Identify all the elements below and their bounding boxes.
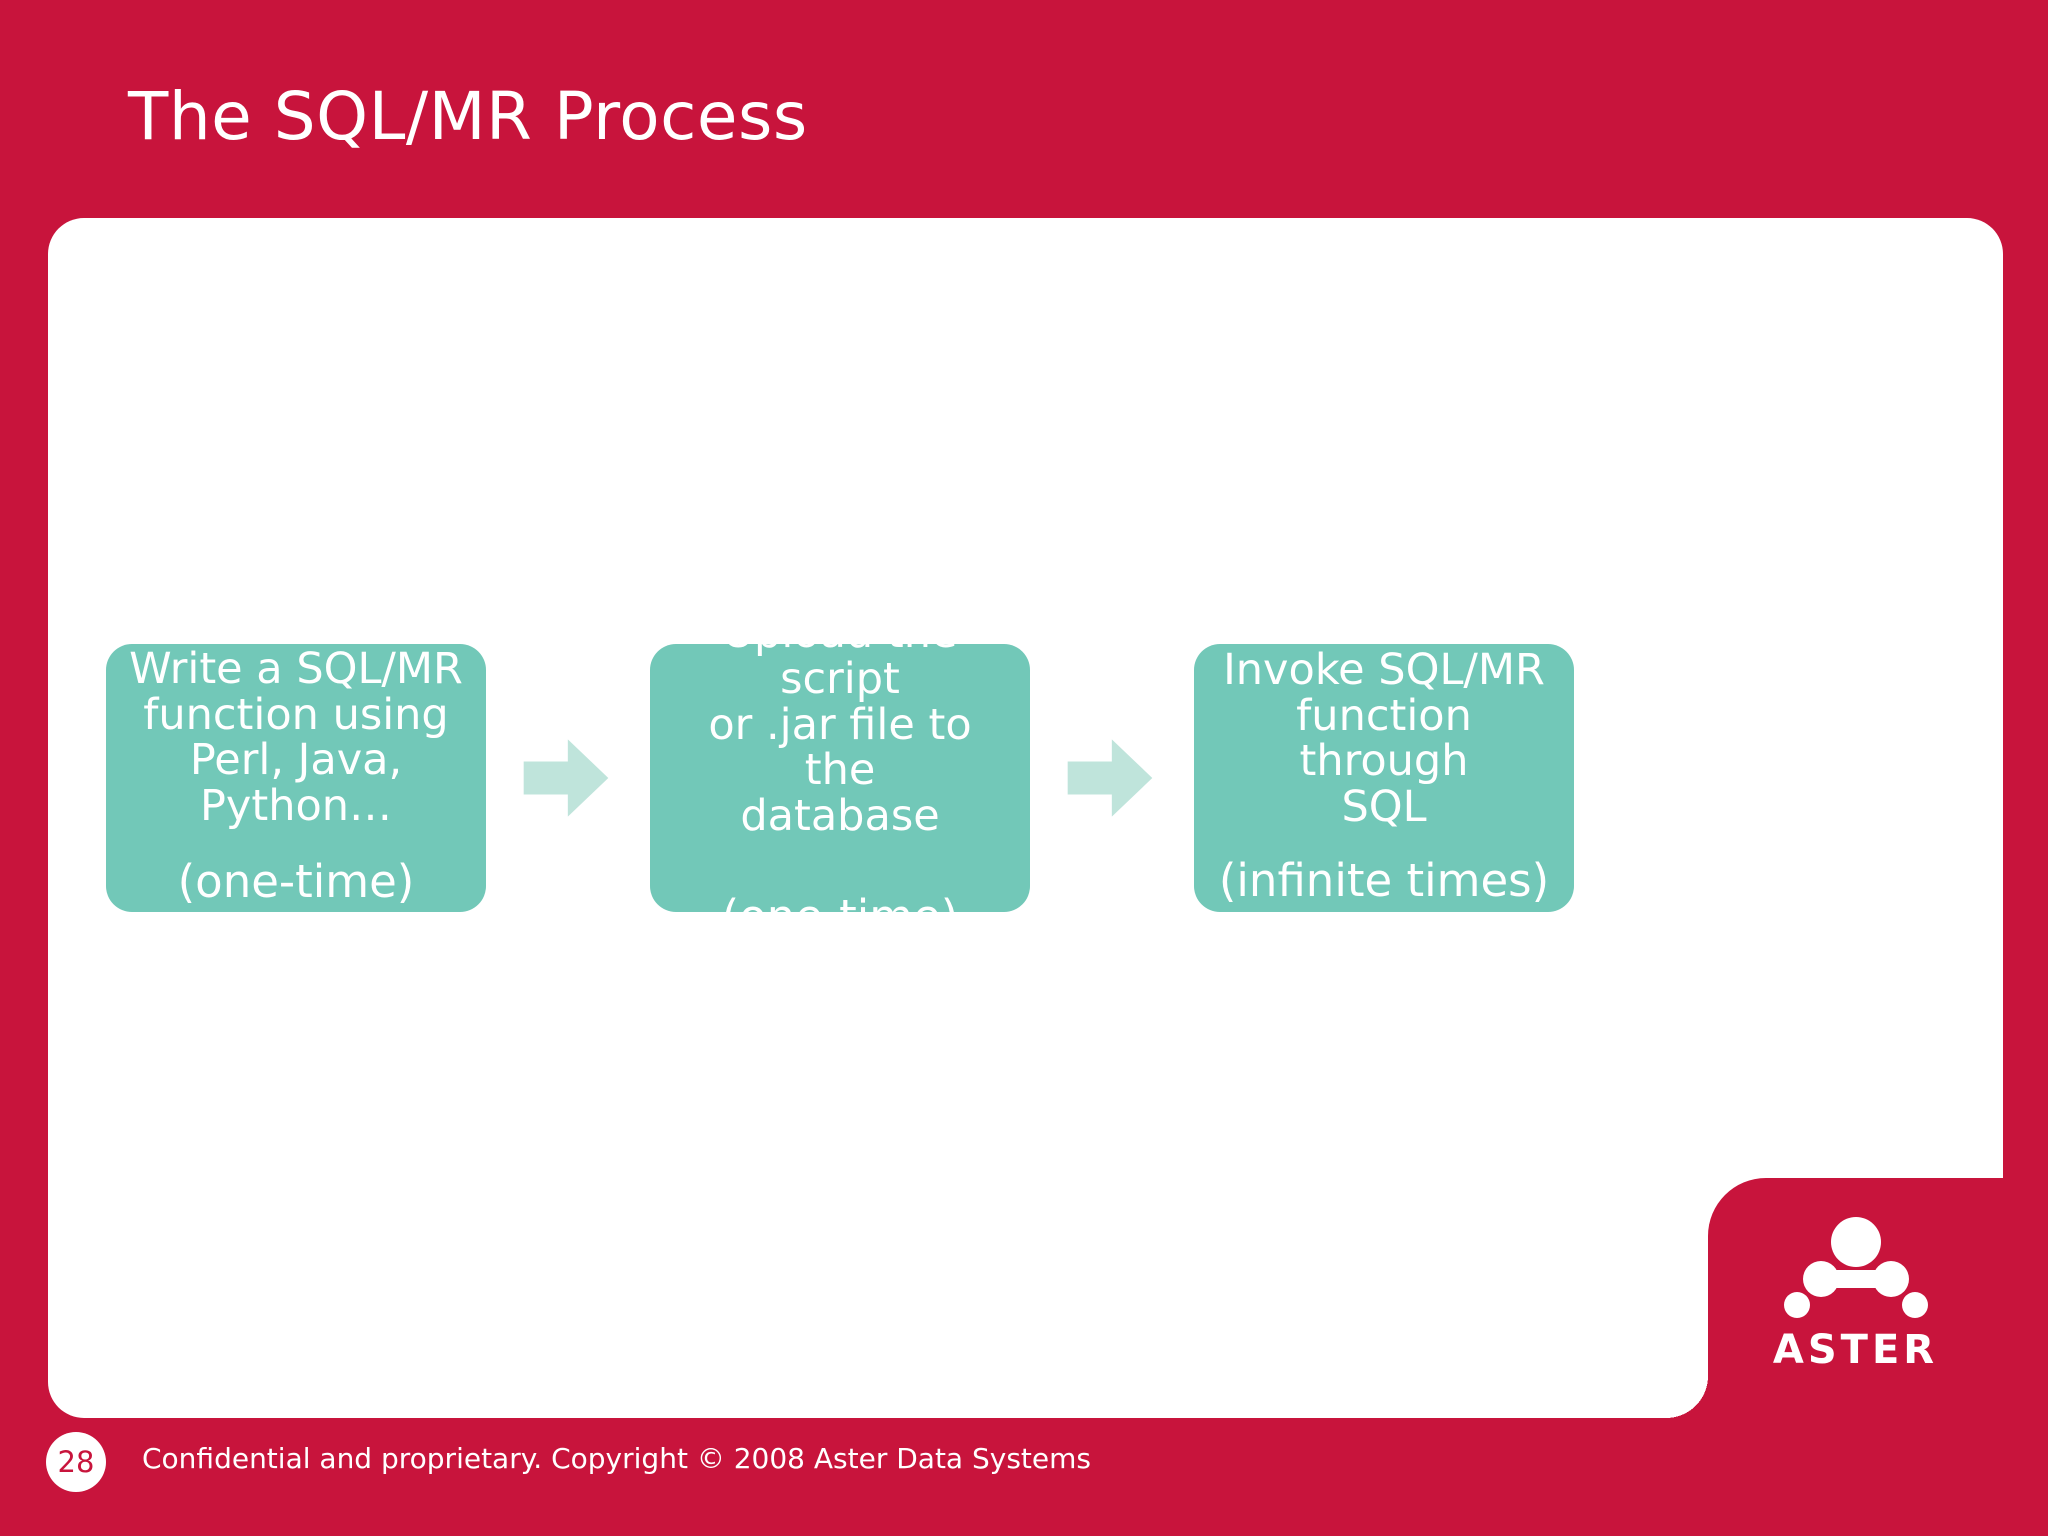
slide-footer: 28 Confidential and proprietary. Copyrig… bbox=[0, 1418, 2048, 1536]
aster-nodes-logo-icon bbox=[1783, 1217, 1928, 1318]
flow-step-invoke-function[interactable]: Invoke SQL/MR function through SQL (infi… bbox=[1194, 644, 1574, 912]
aster-wordmark: ASTER bbox=[1772, 1327, 1939, 1373]
brand-logo-notch: ASTER bbox=[1708, 1178, 2003, 1418]
flow-step-note: (one-time) bbox=[177, 854, 415, 908]
arrow-right-icon bbox=[1067, 739, 1153, 817]
process-flow-diagram: Write a SQL/MR function using Perl, Java… bbox=[72, 598, 1982, 958]
flow-step-body: Write a SQL/MR function using Perl, Java… bbox=[129, 644, 463, 831]
flow-step-note: (infinite times) bbox=[1218, 853, 1550, 907]
aster-logo: ASTER bbox=[1751, 1216, 1961, 1373]
arrow-right-icon bbox=[523, 739, 609, 817]
flow-step-upload-script[interactable]: Upload the script or .jar file to the da… bbox=[650, 611, 1030, 941]
flow-step-note: (one-time) bbox=[721, 890, 959, 944]
flow-step-write-function[interactable]: Write a SQL/MR function using Perl, Java… bbox=[106, 644, 486, 912]
flow-step-body: Invoke SQL/MR function through SQL bbox=[1223, 645, 1545, 832]
copyright-text: Confidential and proprietary. Copyright … bbox=[142, 1442, 1091, 1475]
page-title: The SQL/MR Process bbox=[128, 78, 808, 155]
flow-step-body: Upload the script or .jar file to the da… bbox=[708, 608, 972, 841]
page-number-badge: 28 bbox=[46, 1432, 106, 1492]
content-panel: Write a SQL/MR function using Perl, Java… bbox=[48, 218, 2003, 1418]
